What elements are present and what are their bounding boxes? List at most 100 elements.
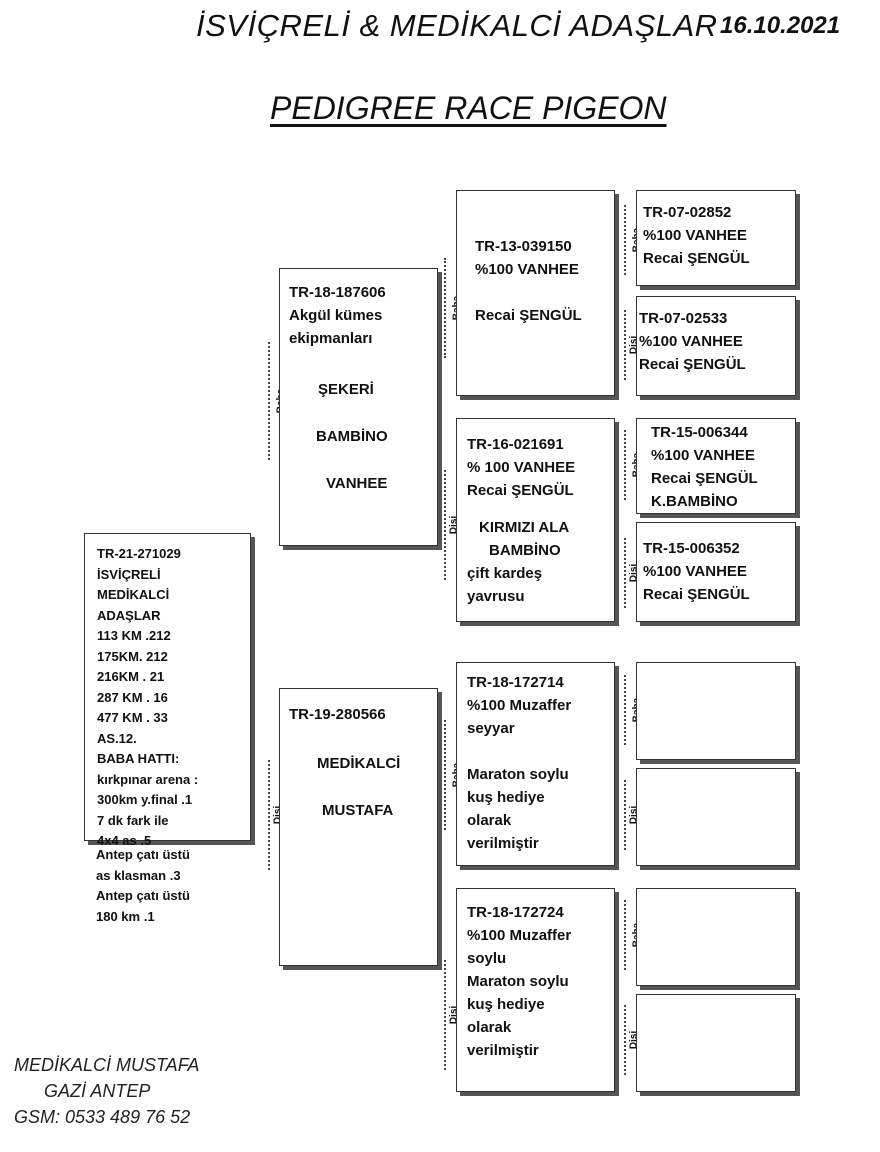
ggp6-label: Dişi [624, 780, 640, 850]
dam-box: TR-19-280566 MEDİKALCİ MUSTAFA [279, 688, 438, 966]
sire-dam-line: Recai ŞENGÜL [467, 482, 574, 499]
subject-line: ADAŞLAR [97, 607, 161, 623]
sire-sire-box: TR-13-039150 %100 VANHEE Recai ŞENGÜL [456, 190, 615, 396]
dam-sire-line: Maraton soylu [467, 766, 569, 783]
dam-sire-line: %100 Muzaffer [467, 697, 572, 714]
dam-dam-line: kuş hediye [467, 996, 545, 1013]
dam-dam-line: soylu [467, 950, 507, 967]
header-title: İSVİÇRELİ & MEDİKALCİ ADAŞLAR [196, 8, 718, 43]
dam-sire-box: TR-18-172714 %100 Muzaffer seyyar Marato… [456, 662, 615, 866]
dam-sire-line: verilmiştir [467, 835, 539, 852]
subject-line: 113 KM .212 [97, 628, 171, 643]
ggp-line: TR-15-006352 [643, 540, 740, 557]
dam-sire-label: Baba [444, 720, 463, 830]
ggp-line: TR-07-02852 [643, 204, 732, 221]
ggp2-label: Dişi [624, 310, 640, 380]
subject-line: kırkpınar arena : [97, 771, 199, 787]
dam-sire-line: olarak [467, 812, 512, 829]
ggp-line: K.BAMBİNO [651, 493, 738, 510]
ggp7-label: Baba [624, 900, 643, 970]
ggp-line: %100 VANHEE [651, 447, 755, 464]
subject-line: 300km y.final .1 [97, 792, 193, 807]
ggp-line: Recai ŞENGÜL [643, 586, 750, 603]
sire-dam-line: yavrusu [467, 588, 525, 605]
ggp-box-5 [636, 662, 796, 760]
footer-gsm: GSM: 0533 489 76 52 [14, 1107, 191, 1127]
ggp-box-8 [636, 994, 796, 1092]
sire-sire-label: Baba [444, 258, 463, 358]
sire-sire-line: Recai ŞENGÜL [475, 307, 582, 324]
dam-sire-line [467, 740, 614, 763]
subject-line: 4x4 as .5 [97, 833, 152, 848]
sire-name: BAMBİNO [316, 428, 388, 445]
subject-line: 287 KM . 16 [97, 689, 168, 705]
subject-line: MEDİKALCİ [97, 587, 170, 602]
ggp-box-7 [636, 888, 796, 986]
sire-box: TR-18-187606 Akgül kümes ekipmanları ŞEK… [279, 268, 438, 546]
sire-dam-label: Dişi [444, 470, 460, 580]
sire-sire-line: TR-13-039150 [475, 238, 572, 255]
dam-sire-line: kuş hediye [467, 789, 545, 806]
subject-box: TR-21-271029 İSVİÇRELİ MEDİKALCİ ADAŞLAR… [84, 533, 251, 848]
dam-dam-line: olarak [467, 1019, 512, 1036]
dam-name: MUSTAFA [322, 802, 394, 819]
ggp-box-4: TR-15-006352 %100 VANHEE Recai ŞENGÜL [636, 522, 796, 622]
sire-dam-line: TR-16-021691 [467, 436, 564, 453]
sire-dam-line: çift kardeş [467, 565, 543, 582]
subject-note: as klasman .3 [96, 867, 181, 883]
sire-dam-line: % 100 VANHEE [467, 459, 576, 476]
ggp1-label: Baba [624, 205, 643, 275]
ggp-line: Recai ŞENGÜL [651, 470, 758, 487]
sire-name: ŞEKERİ [318, 381, 374, 398]
ggp3-label: Baba [624, 430, 643, 500]
subject-line: 175KM. 212 [97, 648, 168, 664]
ggp-box-6 [636, 768, 796, 866]
dam-dam-label: Dişi [444, 960, 460, 1070]
ggp-line: %100 VANHEE [639, 333, 743, 350]
subject-note: Antep çatı üstü [96, 847, 190, 862]
subject-line: 7 dk fark ile [97, 812, 169, 828]
subject-notes: Antep çatı üstü as klasman .3 Antep çatı… [96, 845, 190, 927]
footer-name: MEDİKALCİ MUSTAFA [14, 1055, 200, 1075]
sire-name: VANHEE [326, 475, 388, 492]
sire-sire-line [475, 281, 614, 304]
dam-dam-box: TR-18-172724 %100 Muzaffer soylu Maraton… [456, 888, 615, 1092]
sire-line: Akgül kümes [289, 307, 383, 324]
dam-dam-line: verilmiştir [467, 1042, 539, 1059]
ggp-line: TR-15-006344 [651, 424, 748, 441]
subject-line: TR-21-271029 [97, 546, 181, 561]
ggp-line: Recai ŞENGÜL [639, 356, 746, 373]
dam-name: MEDİKALCİ [317, 755, 401, 772]
ggp-line: Recai ŞENGÜL [643, 250, 750, 267]
sire-dam-line: BAMBİNO [489, 542, 561, 559]
subject-line: 477 KM . 33 [97, 710, 168, 725]
sire-label: Baba [268, 342, 287, 460]
subject-line: AS.12. [97, 730, 137, 746]
sire-line: TR-18-187606 [289, 284, 386, 301]
ggp-box-1: TR-07-02852 %100 VANHEE Recai ŞENGÜL [636, 190, 796, 286]
footer-city: GAZİ ANTEP [44, 1081, 151, 1101]
ggp-line: %100 VANHEE [643, 563, 747, 580]
ggp-box-3: TR-15-006344 %100 VANHEE Recai ŞENGÜL K.… [636, 418, 796, 514]
ggp-line: TR-07-02533 [639, 310, 728, 327]
ggp-line: %100 VANHEE [643, 227, 747, 244]
subject-line: 216KM . 21 [97, 669, 165, 684]
sire-dam-box: TR-16-021691 % 100 VANHEE Recai ŞENGÜL K… [456, 418, 615, 622]
dam-dam-line: %100 Muzaffer [467, 927, 572, 944]
ggp8-label: Dişi [624, 1005, 640, 1075]
subject-note: Antep çatı üstü [96, 888, 190, 903]
dam-sire-line: TR-18-172714 [467, 674, 564, 691]
header-date: 16.10.2021 [720, 12, 841, 39]
ggp5-label: Baba [624, 675, 643, 745]
dam-ring: TR-19-280566 [289, 706, 386, 723]
ggp4-label: Dişi [624, 538, 640, 608]
sire-line: ekipmanları [289, 330, 373, 347]
dam-dam-line: Maraton soylu [467, 973, 569, 990]
sire-dam-line: KIRMIZI ALA [479, 519, 570, 536]
subject-line: BABA HATTI: [97, 751, 180, 766]
dam-sire-line: seyyar [467, 720, 515, 737]
subject-note: 180 km .1 [96, 908, 155, 924]
sire-sire-line: %100 VANHEE [475, 261, 579, 278]
ggp-box-2: TR-07-02533 %100 VANHEE Recai ŞENGÜL [636, 296, 796, 396]
dam-label: Dişi [268, 760, 284, 870]
